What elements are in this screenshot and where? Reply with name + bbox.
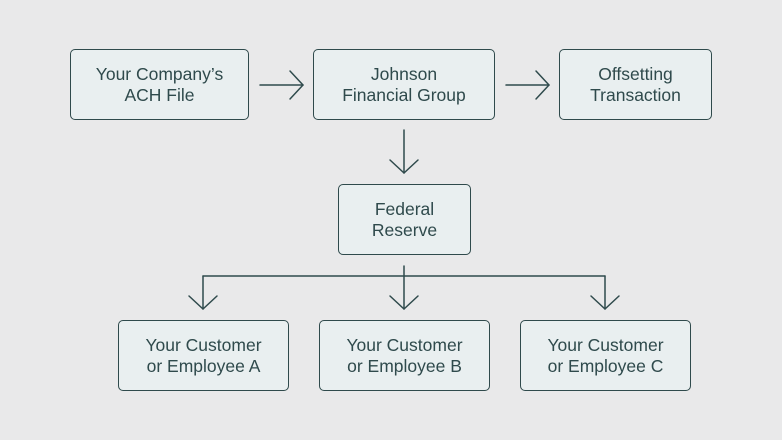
node-label-line-1: Your Customer <box>346 334 463 355</box>
node-label-line-2: or Employee A <box>146 355 261 376</box>
arrow-johnson-to-federal <box>389 129 419 174</box>
node-offsetting-transaction: Offsetting Transaction <box>559 49 712 120</box>
branch-federal-to-customers <box>202 265 606 277</box>
node-company-ach-file: Your Company’s ACH File <box>70 49 249 120</box>
node-customer-c: Your Customer or Employee C <box>520 320 691 391</box>
node-johnson-financial-group: Johnson Financial Group <box>313 49 495 120</box>
arrow-johnson-to-offsetting <box>505 70 550 100</box>
node-federal-reserve: Federal Reserve <box>338 184 471 255</box>
node-label-line-1: Johnson <box>370 63 438 84</box>
node-label-line-2: or Employee C <box>547 355 664 376</box>
node-customer-b: Your Customer or Employee B <box>319 320 490 391</box>
node-label-line-1: Federal <box>374 198 435 219</box>
arrow-federal-to-customer-c <box>590 275 620 310</box>
node-label-line-2: Financial Group <box>342 84 466 105</box>
node-label-line-1: Your Customer <box>547 334 664 355</box>
node-label-line-2: ACH File <box>124 84 195 105</box>
node-label-line-2: Reserve <box>371 219 438 240</box>
arrow-federal-to-customer-a <box>188 275 218 310</box>
node-label-line-1: Your Company’s <box>95 63 224 84</box>
node-label-line-1: Offsetting <box>598 63 673 84</box>
arrow-company-to-johnson <box>259 70 304 100</box>
arrow-federal-to-customer-b <box>389 275 419 310</box>
node-customer-a: Your Customer or Employee A <box>118 320 289 391</box>
node-label-line-2: Transaction <box>590 84 681 105</box>
node-label-line-2: or Employee B <box>347 355 462 376</box>
node-label-line-1: Your Customer <box>145 334 262 355</box>
